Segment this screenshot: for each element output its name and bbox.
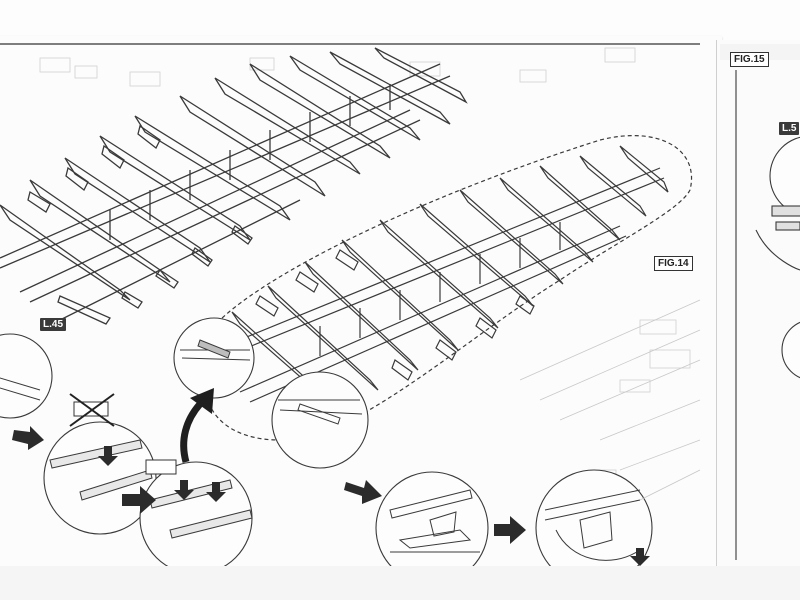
part-label-l5: L.5 <box>779 122 800 135</box>
faint-ghost-diagram <box>519 299 701 501</box>
rotate-arrow-icon <box>180 388 214 463</box>
upper-wing-framework <box>0 47 468 325</box>
figure-label-fig15: FIG.15 <box>730 52 769 67</box>
right-page-drawing <box>735 70 800 560</box>
lower-wing-framework <box>201 135 693 441</box>
down-arrow-icon <box>98 446 650 566</box>
part-label-l45: L.45 <box>40 318 67 331</box>
figure-label-fig14: FIG.14 <box>654 256 693 271</box>
bottom-edge <box>0 566 800 600</box>
detail-contents <box>0 339 641 561</box>
right-arrow-icon <box>12 426 526 544</box>
crossed-out-icon <box>69 393 115 427</box>
